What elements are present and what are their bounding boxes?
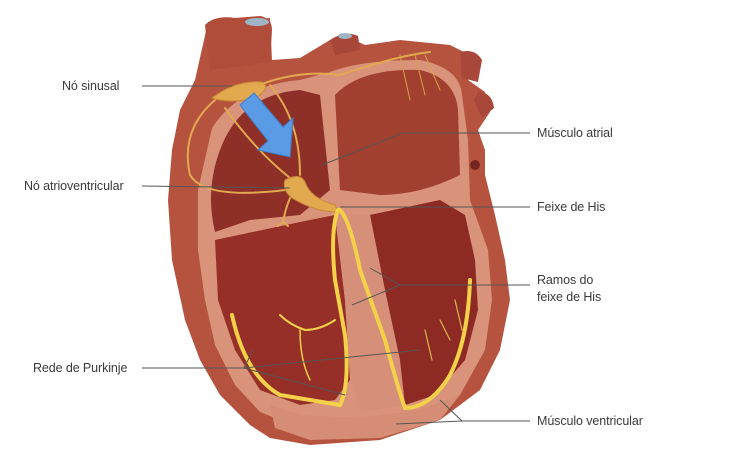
- label-purkinje: Rede de Purkinje: [33, 361, 128, 375]
- impulse-arrow-icon: [239, 92, 294, 158]
- label-ventricular-muscle: Músculo ventricular: [537, 414, 643, 428]
- label-bundle-his: Feixe de His: [537, 200, 606, 214]
- label-bundle-branches-line2: feixe de His: [537, 290, 602, 304]
- label-sinus-node: Nó sinusal: [62, 79, 120, 93]
- leader-av-node: [141, 185, 291, 189]
- label-bundle-branches-line1: Ramos do: [537, 273, 594, 287]
- label-av-node: Nó atrioventricular: [24, 179, 124, 193]
- label-atrial-muscle: Músculo atrial: [537, 126, 613, 140]
- leader-lines: [141, 85, 530, 425]
